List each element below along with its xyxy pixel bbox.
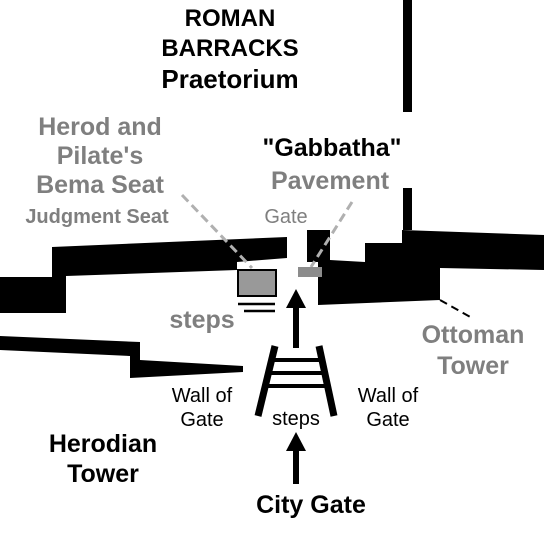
wall-right-line-2: Gate <box>366 409 410 431</box>
roman-barracks-title: ROMAN BARRACKS <box>138 7 322 61</box>
roman-line: ROMAN <box>184 5 276 32</box>
stair-rail-right <box>315 345 338 417</box>
lower-steps-label: steps <box>272 408 320 430</box>
ottoman-leader-line <box>439 299 473 319</box>
pavement-leader-line <box>309 201 354 268</box>
wall-left-segment <box>0 237 287 313</box>
wall-left-line-1: Wall of <box>171 385 233 407</box>
barracks-wall-upper <box>403 0 412 112</box>
bema-seat-box <box>237 269 277 297</box>
bema-leader-line <box>180 193 254 270</box>
ottoman-line-1: Ottoman <box>421 321 525 349</box>
upper-arrow-head <box>286 289 306 308</box>
ottoman-line-2: Tower <box>437 352 509 380</box>
herodian-tower-wall <box>0 336 243 378</box>
herodian-line-1: Herodian <box>48 430 158 458</box>
wall-left-line-2: Gate <box>180 409 224 431</box>
gate-label: Gate <box>264 206 308 228</box>
upper-steps-label: steps <box>169 306 235 334</box>
barracks-wall-lower <box>403 188 412 230</box>
bema-line-2: Pilate's <box>56 142 144 170</box>
barracks-line: BARRACKS <box>161 35 299 62</box>
city-gate-label: City Gate <box>256 491 366 519</box>
bema-seat-label: Herod and Pilate's Bema Seat <box>2 113 198 200</box>
herodian-tower-label: Herodian Tower <box>28 429 178 489</box>
pavement-label: Pavement <box>270 167 390 195</box>
bema-line-1: Herod and <box>38 113 162 141</box>
judgment-seat-label: Judgment Seat <box>25 206 169 228</box>
ottoman-tower-label: Ottoman Tower <box>404 320 542 382</box>
wall-of-gate-left-label: Wall of Gate <box>156 384 248 432</box>
bema-line-3: Bema Seat <box>36 171 164 199</box>
herodian-line-2: Tower <box>67 460 139 488</box>
lower-arrow-head <box>286 432 306 451</box>
praetorium-title: Praetorium <box>161 64 299 94</box>
wall-of-gate-right-label: Wall of Gate <box>342 384 434 432</box>
gabbatha-label: "Gabbatha" <box>262 134 402 162</box>
stair-rail-left <box>254 345 279 417</box>
wall-right-segment <box>307 230 544 305</box>
wall-right-line-1: Wall of <box>357 385 419 407</box>
pavement-box <box>298 267 322 277</box>
